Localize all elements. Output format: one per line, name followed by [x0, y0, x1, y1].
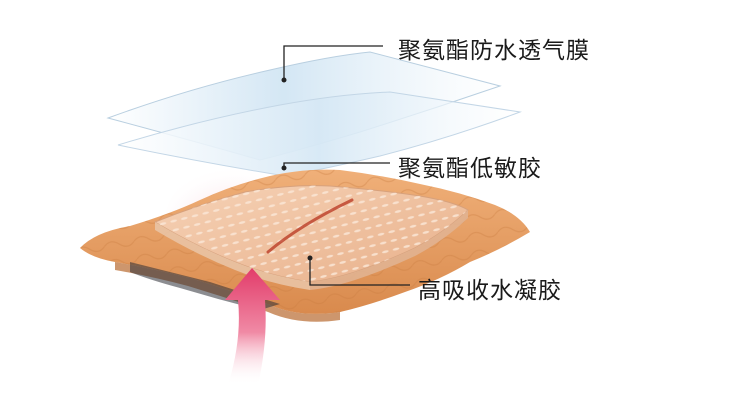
label-top-layer: 聚氨酯防水透气膜 [398, 38, 590, 64]
leader-line-top [283, 45, 383, 80]
leader-line-bottom [309, 258, 410, 286]
wound-mark [266, 198, 354, 254]
label-bottom-layer: 高吸收水凝胶 [418, 278, 562, 304]
upward-arrow [225, 268, 280, 385]
label-middle-layer: 聚氨酯低敏胶 [398, 156, 542, 182]
leader-lines [281, 45, 410, 286]
